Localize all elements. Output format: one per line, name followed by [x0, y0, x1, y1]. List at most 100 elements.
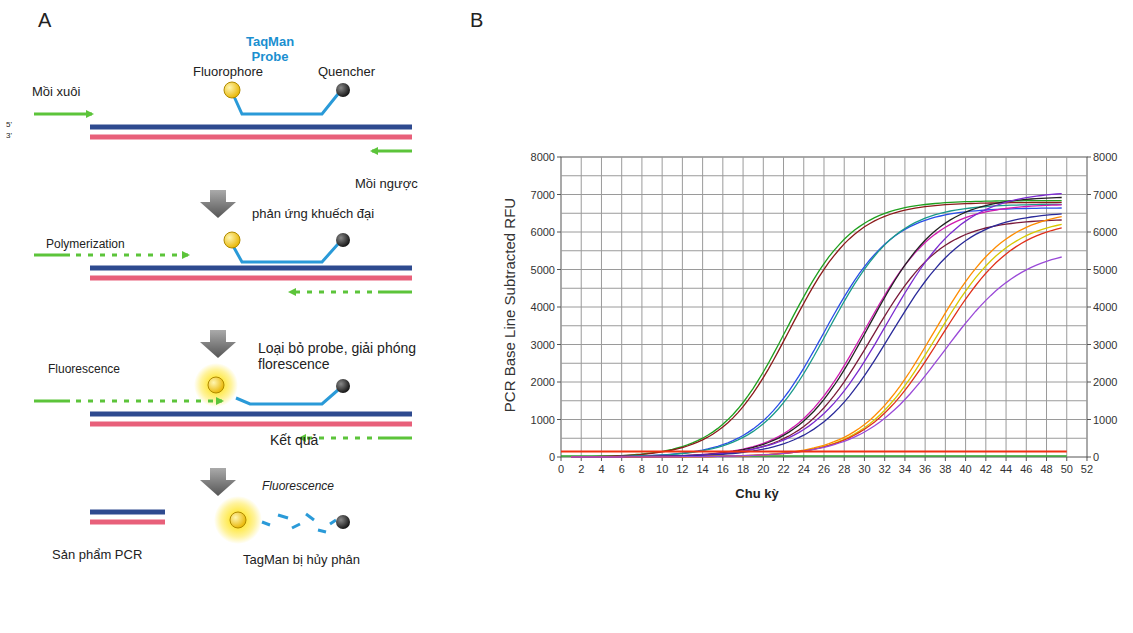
tick-mark [844, 457, 845, 461]
tick-label: 46 [1020, 463, 1032, 476]
tick-label: 40 [959, 463, 971, 476]
tick-label: 44 [1000, 463, 1012, 476]
tick-mark [864, 457, 865, 461]
tick-label: 6000 [531, 226, 555, 239]
tick-mark [557, 194, 561, 195]
tick-mark [904, 457, 905, 461]
tick-label: 34 [899, 463, 911, 476]
amplification-curve [571, 217, 1062, 457]
tick-mark [1066, 457, 1067, 461]
tick-mark [1087, 269, 1091, 270]
strand-end: 3' [6, 131, 12, 140]
part-label: TaqMan Probe [239, 35, 301, 65]
step-1 [34, 82, 412, 151]
panel-letter: A [38, 9, 51, 32]
step-2 [34, 232, 412, 292]
amplification-curve [571, 224, 1062, 457]
tick-label: 32 [879, 463, 891, 476]
tick-label: 8 [639, 463, 645, 476]
amplification-chart [557, 157, 1091, 461]
tick-label: 30 [858, 463, 870, 476]
signal-label: Fluorescence [262, 480, 334, 494]
tick-label: 16 [717, 463, 729, 476]
tick-mark [1087, 419, 1091, 420]
signal-label: Fluorescence [48, 363, 120, 377]
amplification-curve [571, 198, 1062, 458]
grid-line [561, 419, 1087, 420]
tick-label: 22 [777, 463, 789, 476]
grid-line [561, 438, 1087, 439]
part-label: Fluorophore [193, 65, 263, 80]
tick-mark [823, 457, 824, 461]
tick-mark [557, 457, 561, 458]
tick-label: 8000 [1093, 151, 1117, 164]
tick-mark [1086, 457, 1087, 461]
tick-mark [682, 457, 683, 461]
tick-mark [557, 344, 561, 345]
tick-label: 3000 [531, 338, 555, 351]
tick-label: 1000 [531, 413, 555, 426]
grid-line [561, 307, 1087, 308]
tick-mark [557, 269, 561, 270]
step-label: phản ứng khuếch đại [252, 207, 374, 222]
tick-mark [1087, 457, 1091, 458]
tick-label: 2000 [531, 376, 555, 389]
step-3 [34, 363, 412, 438]
amplification-curve [571, 202, 1062, 457]
tick-mark [1087, 344, 1091, 345]
part-label: Quencher [318, 65, 375, 80]
tick-label: 0 [1093, 451, 1099, 464]
step-arrow [200, 190, 236, 218]
tick-label: 20 [757, 463, 769, 476]
panel-letter: B [470, 9, 483, 32]
tick-label: 26 [818, 463, 830, 476]
tick-mark [1087, 194, 1091, 195]
tick-mark [702, 457, 703, 461]
amplification-curve [571, 257, 1062, 457]
tick-label: 48 [1040, 463, 1052, 476]
threshold-line [561, 450, 1067, 452]
axis-title: PCR Base Line Subtracted RFU [501, 198, 518, 412]
amplification-curve [571, 204, 1062, 457]
tick-mark [965, 457, 966, 461]
tick-mark [1026, 457, 1027, 461]
step-label: Loại bỏ probe, giải phóng florescence [258, 340, 433, 372]
tick-label: 12 [676, 463, 688, 476]
amplification-curve [571, 201, 1062, 457]
tick-label: 38 [939, 463, 951, 476]
tick-mark [1087, 232, 1091, 233]
amplification-curve [571, 194, 1062, 457]
tick-label: 36 [919, 463, 931, 476]
grid-line [561, 344, 1087, 345]
tick-label: 1000 [1093, 413, 1117, 426]
amplification-curve [571, 228, 1062, 457]
grid-line [561, 382, 1087, 383]
tick-label: 0 [549, 451, 555, 464]
tick-mark [1046, 457, 1047, 461]
tick-label: 5000 [531, 263, 555, 276]
tick-mark [641, 457, 642, 461]
tick-label: 52 [1081, 463, 1093, 476]
step-4 [90, 496, 350, 544]
grid-line [561, 250, 1087, 251]
tick-mark [985, 457, 986, 461]
tick-label: 4 [598, 463, 604, 476]
tick-label: 5000 [1093, 263, 1117, 276]
tick-mark [945, 457, 946, 461]
tick-mark [925, 457, 926, 461]
tick-mark [1087, 307, 1091, 308]
grid-line [561, 194, 1087, 195]
tick-mark [557, 419, 561, 420]
tick-mark [1087, 157, 1091, 158]
tick-label: 0 [558, 463, 564, 476]
tick-mark [561, 457, 562, 461]
tick-label: 10 [656, 463, 668, 476]
tick-label: 7000 [1093, 188, 1117, 201]
product-label: TagMan bị hủy phân [243, 553, 360, 568]
grid-line [561, 175, 1087, 176]
strand-end: 5' [6, 120, 12, 129]
grid-line [561, 213, 1087, 214]
tick-label: 14 [696, 463, 708, 476]
tick-label: 2 [578, 463, 584, 476]
